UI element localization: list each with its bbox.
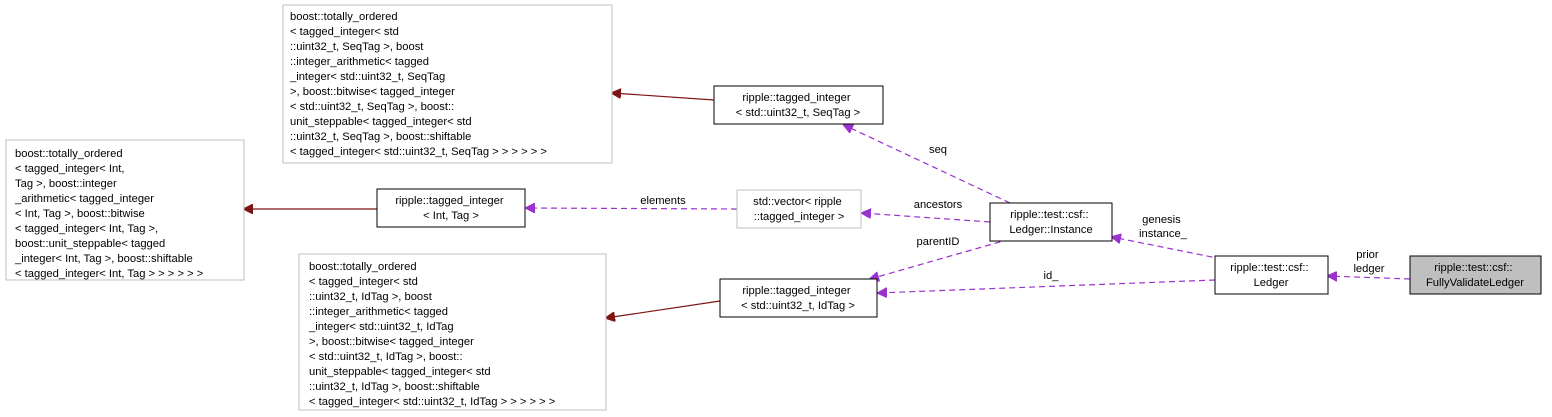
edge-inherit-id <box>606 300 721 318</box>
svg-text:ripple::test::csf:: Full: ripple::test::csf:: FullyValidateLedger <box>1426 262 1524 289</box>
svg-text:ripple::test::csf:: Ledg: ripple::test::csf:: Ledger::Instance <box>1009 209 1092 236</box>
edge-inherit-seq <box>612 93 715 101</box>
node-totally-ordered-int-tag[interactable]: boost::totally_ordered < tagged_integer<… <box>5 139 245 281</box>
node-fully-validate-ledger[interactable]: ripple::test::csf:: FullyValidateLedger <box>1409 255 1542 295</box>
node-ledger[interactable]: ripple::test::csf:: Ledger <box>1214 255 1329 295</box>
node-tagged-integer-int-tag[interactable]: ripple::tagged_integer < Int, Tag > <box>376 188 526 228</box>
node-vector-tagged-integer[interactable]: std::vector< ripple ::tagged_integer > <box>736 189 862 229</box>
edge-label-seq: seq <box>929 144 947 156</box>
edge-usage-parentid <box>870 238 1011 279</box>
edge-usage-ancestors <box>862 213 991 223</box>
edge-label-parentid: parentID <box>917 236 960 248</box>
svg-text:ripple::tagged_integer <: ripple::tagged_integer < std::uint32_t, … <box>736 92 860 119</box>
edge-label-elements: elements <box>640 195 686 207</box>
node-ledger-instance[interactable]: ripple::test::csf:: Ledger::Instance <box>989 202 1113 242</box>
edge-usage-seq <box>844 125 1011 204</box>
edge-usage-prior-ledger <box>1328 276 1411 279</box>
svg-text:ripple::test::csf:: Ledg: ripple::test::csf:: Ledger <box>1230 262 1311 289</box>
svg-text:std::vector< ripple ::ta: std::vector< ripple ::tagged_integer > <box>753 196 845 223</box>
svg-text:ripple::tagged_integer <: ripple::tagged_integer < Int, Tag > <box>395 195 506 222</box>
edge-usage-genesis-instance <box>1112 237 1233 262</box>
edge-usage-id <box>878 279 1216 293</box>
node-totally-ordered-seqtag[interactable]: boost::totally_ordered < tagged_integer<… <box>282 4 613 164</box>
node-tagged-integer-idtag[interactable]: ripple::tagged_integer < std::uint32_t, … <box>719 278 878 318</box>
svg-text:boost::totally_ordered <: boost::totally_ordered < tagged_integer<… <box>308 261 555 408</box>
svg-text:ripple::tagged_integer <: ripple::tagged_integer < std::uint32_t, … <box>741 285 855 312</box>
svg-text:boost::totally_ordered <: boost::totally_ordered < tagged_integer<… <box>14 148 203 280</box>
node-tagged-integer-seqtag[interactable]: ripple::tagged_integer < std::uint32_t, … <box>713 85 884 125</box>
edge-label-genesis-instance: genesis instance_ <box>1139 214 1188 240</box>
edge-label-ancestors: ancestors <box>914 199 963 211</box>
edge-usage-elements <box>526 208 738 209</box>
edge-label-prior-ledger: prior ledger <box>1353 249 1384 275</box>
edge-label-id: id_ <box>1044 270 1060 282</box>
svg-text:boost::totally_ordered <: boost::totally_ordered < tagged_integer<… <box>289 11 547 158</box>
node-totally-ordered-idtag[interactable]: boost::totally_ordered < tagged_integer<… <box>298 253 607 411</box>
